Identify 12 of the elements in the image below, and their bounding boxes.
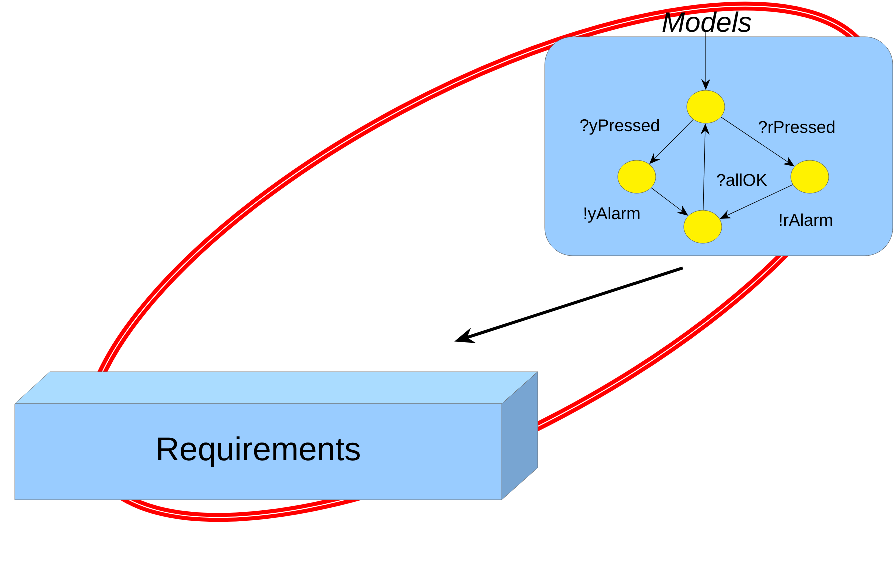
- edge-label: !yAlarm: [584, 207, 640, 223]
- state-circle: [684, 210, 722, 244]
- node-label: Models: [662, 12, 752, 32]
- state-circle: [686, 90, 726, 124]
- transition-arrow: [650, 119, 694, 164]
- state-circle: [790, 160, 830, 194]
- edge-label: ?rPressed: [758, 120, 835, 134]
- edge-label: ?yPressed: [580, 119, 660, 135]
- state-circle: [618, 160, 656, 194]
- edge-label: !rAlarm: [780, 214, 832, 226]
- requirements-block: Requirements: [14, 372, 538, 500]
- edge-label: ?allOK: [717, 174, 768, 186]
